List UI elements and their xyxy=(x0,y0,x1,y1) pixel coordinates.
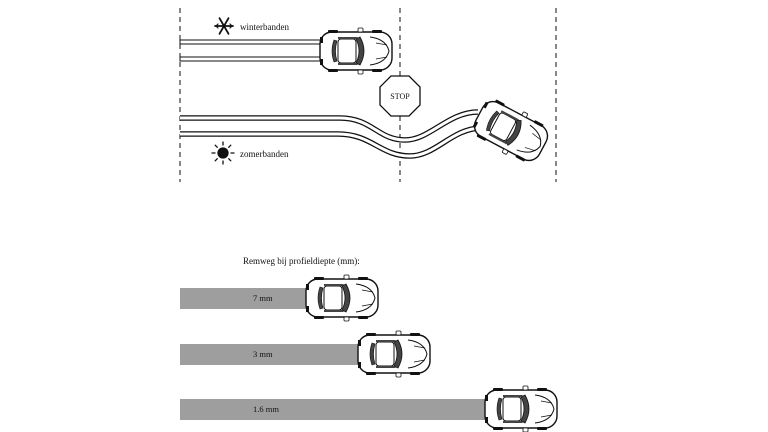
tread-depth-title: Remweg bij profieldiepte (mm): xyxy=(243,256,360,266)
car-7mm xyxy=(305,274,379,322)
winter-tires-label: winterbanden xyxy=(240,22,289,32)
car-3mm xyxy=(357,330,431,378)
summer-car xyxy=(467,93,555,169)
tread-depth-panel: Remweg bij profieldiepte (mm): 7 mm 3 mm… xyxy=(180,256,558,432)
braking-bar-3mm xyxy=(180,344,365,365)
braking-bar-label-3mm: 3 mm xyxy=(253,349,273,359)
stop-sign: STOP xyxy=(379,75,421,117)
braking-comparison-panel: winterbanden STOP zomerbanden xyxy=(179,8,557,182)
winter-tire-tracks xyxy=(179,39,326,62)
sun-icon xyxy=(211,141,235,165)
braking-bar-1-6mm xyxy=(180,399,492,420)
braking-bar-label-7mm: 7 mm xyxy=(253,293,273,303)
snowflake-icon xyxy=(214,17,234,35)
braking-bar-7mm xyxy=(180,288,312,309)
summer-tire-tracks xyxy=(180,109,483,159)
winter-car xyxy=(319,27,393,75)
summer-tires-label: zomerbanden xyxy=(240,149,289,159)
stop-sign-text: STOP xyxy=(390,92,410,101)
braking-bar-label-1-6mm: 1.6 mm xyxy=(253,404,279,414)
car-1-6mm xyxy=(484,385,558,432)
